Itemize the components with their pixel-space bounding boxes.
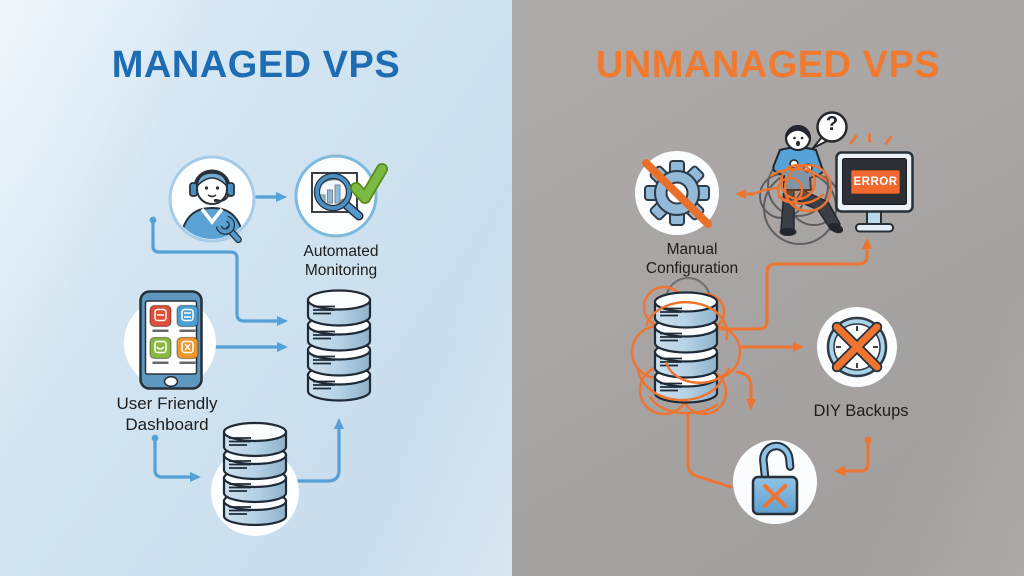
automated-monitoring-label: Automated Monitoring [276,243,406,281]
tangled-wires-user-icon [752,124,844,245]
label-line: User Friendly [116,394,218,413]
blue-connector-arrows [149,192,344,483]
manual-configuration-label: Manual Configuration [627,241,757,279]
database-stack-left-bottom [211,421,299,536]
wire-tangle-front-db [636,301,732,415]
question-bubble-icon [812,111,848,149]
check-mark-icon [350,163,388,204]
label-line: Dashboard [125,414,209,434]
database-stack-left-main [306,289,372,402]
database-stack-right [653,291,719,404]
label-line: Manual [666,241,718,258]
dashboard-tablet-icon [124,290,216,390]
label-line: Monitoring [304,261,378,279]
label-line: Configuration [645,259,739,277]
support-agent-icon [168,155,256,244]
orange-connector-arrows [686,189,872,489]
managed-title: MANAGED VPS [111,44,401,86]
question-mark-text: ? [825,113,839,135]
diy-backups-label: DIY Backups [813,402,909,420]
gear-disabled-icon [635,151,719,235]
unmanaged-title: UNMANAGED VPS [595,44,941,86]
unmanaged-panel [512,0,1024,576]
clock-crossed-icon [817,307,897,387]
label-line: Automated [303,243,379,260]
managed-panel [0,0,512,576]
automated-monitoring-icon [294,154,388,238]
user-friendly-dashboard-label: User Friendly Dashboard [92,394,242,435]
open-padlock-icon [733,440,817,524]
wrench-icon [215,215,242,244]
bar-chart-icon [319,184,341,204]
error-badge: ERROR [851,170,900,194]
